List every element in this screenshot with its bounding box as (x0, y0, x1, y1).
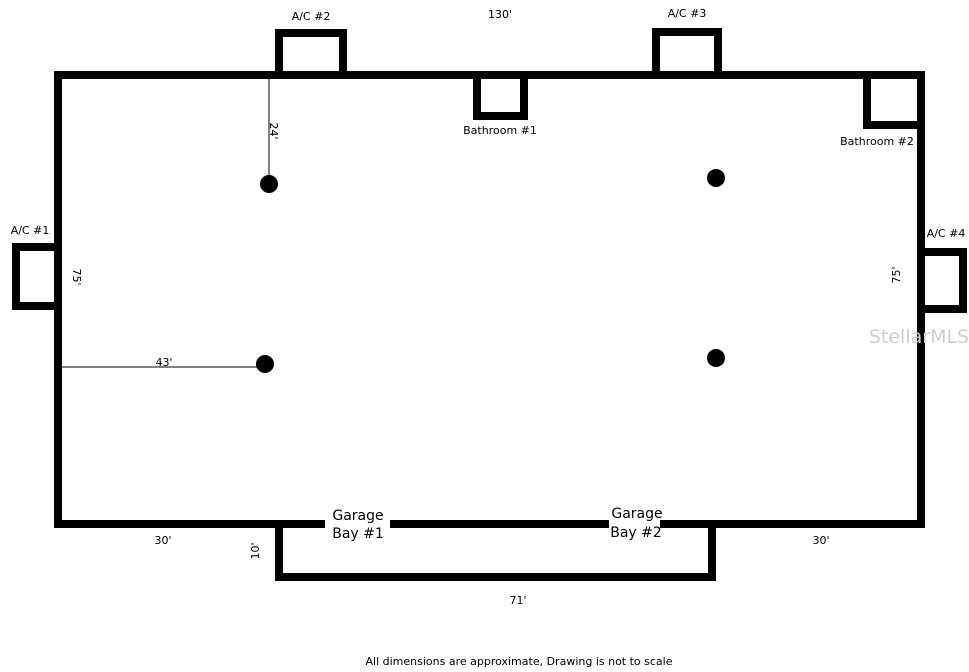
bottom-left-dimension: 30' (154, 534, 171, 547)
ac-1-label: A/C #1 (11, 224, 50, 237)
bathroom-1-label: Bathroom #1 (463, 124, 537, 137)
bottom-right-dimension: 30' (812, 534, 829, 547)
ac-unit-2 (275, 29, 347, 75)
garage-bay-1-label-line1: Garage (332, 508, 383, 524)
ac-3-label: A/C #3 (668, 7, 707, 20)
garage-width-dimension: 71' (509, 594, 526, 607)
right-height-dimension: 75' (890, 266, 903, 283)
bathroom-1-box (473, 75, 528, 120)
bathroom-2-label: Bathroom #2 (840, 135, 914, 148)
column-post (260, 175, 278, 193)
ac-unit-1 (12, 243, 58, 310)
garage-bay-1-label-line2: Bay #1 (332, 526, 384, 542)
left-height-dimension: 75' (70, 268, 83, 285)
column-post (256, 355, 274, 373)
ac-unit-4 (921, 248, 967, 313)
column-offset-left-dimension: 43' (155, 356, 172, 369)
ac-2-label: A/C #2 (292, 10, 331, 23)
top-width-dimension: 130' (488, 8, 512, 21)
watermark-logo: StellarMLS (869, 326, 969, 348)
column-offset-top-dimension: 24' (267, 122, 280, 139)
garage-bay-2-label-line1: Garage (611, 506, 662, 522)
column-post (707, 169, 725, 187)
bathroom-2-box (863, 75, 921, 129)
footer-note: All dimensions are approximate, Drawing … (365, 655, 672, 668)
building-wall (58, 71, 925, 528)
garage-depth-dimension: 10' (249, 542, 262, 559)
ac-unit-3 (652, 28, 722, 75)
ac-4-label: A/C #4 (927, 227, 966, 240)
column-post (707, 349, 725, 367)
garage-extension-wall (275, 524, 716, 581)
garage-bay-2-label-line2: Bay #2 (610, 525, 662, 541)
